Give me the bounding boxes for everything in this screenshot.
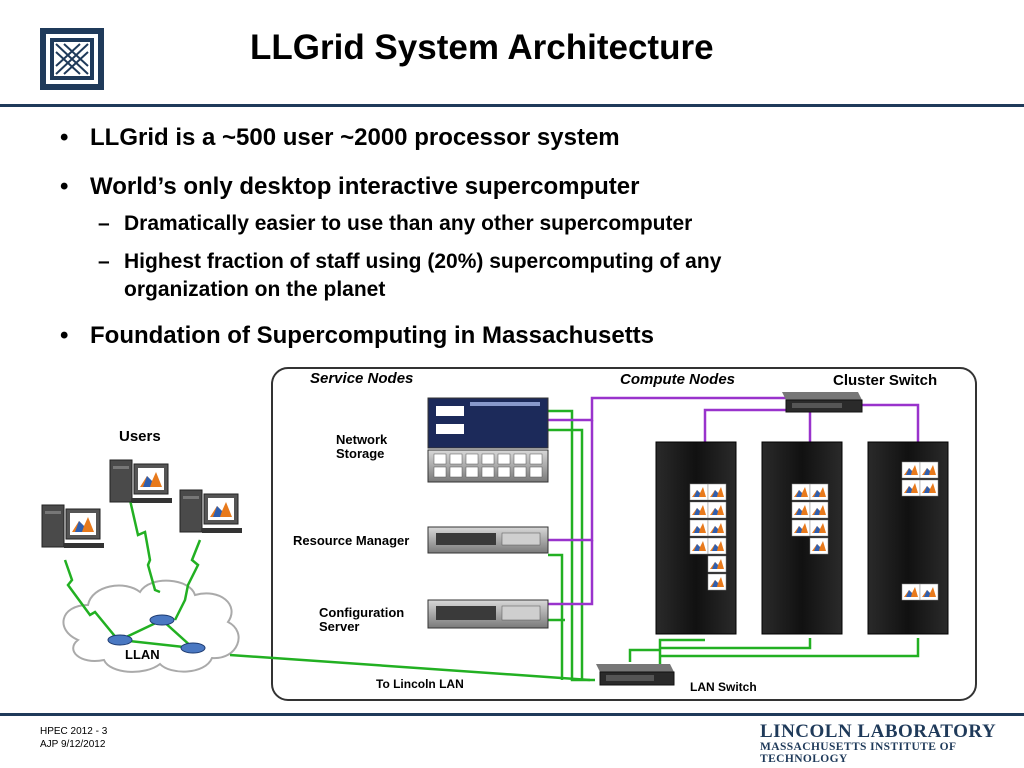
title-divider — [0, 104, 1024, 107]
network-storage-icon — [427, 397, 549, 483]
configuration-server-icon — [427, 599, 549, 629]
user-workstation-icon — [41, 504, 105, 549]
footer-slide-info: HPEC 2012 - 3 AJP 9/12/2012 — [40, 725, 107, 751]
network-storage-label-line1: Network — [336, 432, 388, 447]
subbullet-text-continued: organization on the planet — [124, 278, 386, 301]
lab-name: LINCOLN LABORATORY — [760, 721, 997, 742]
cluster-switch-icon — [782, 392, 863, 413]
lan-switch-label: LAN Switch — [690, 680, 757, 694]
bullet-text: Foundation of Supercomputing in Massachu… — [90, 322, 655, 349]
cluster-switch-label: Cluster Switch — [833, 372, 938, 389]
slide-title: LLGrid System Architecture — [250, 28, 714, 67]
bullet-text: LLGrid is a ~500 user ~2000 processor sy… — [90, 124, 620, 151]
users-label: Users — [119, 428, 161, 445]
resource-manager-label: Resource Manager — [293, 533, 410, 548]
subbullet-text: Dramatically easier to use than any othe… — [124, 212, 693, 235]
footer-line1: HPEC 2012 - 3 — [40, 726, 108, 737]
lab-institution: MASSACHUSETTS INSTITUTE OF TECHNOLOGY — [760, 741, 956, 765]
router-icon — [107, 614, 206, 654]
lan-switch-icon — [596, 664, 675, 686]
mit-ll-seal-icon — [40, 28, 104, 90]
network-links-purple — [548, 396, 920, 606]
bullet-text: World’s only desktop interactive superco… — [90, 173, 640, 200]
user-workstation-icon — [179, 489, 243, 534]
bullet-marker: • — [60, 124, 69, 151]
configuration-server-label-line1: Configuration — [319, 605, 405, 620]
footer-divider — [0, 713, 1024, 716]
compute-rack-icon — [655, 441, 737, 635]
footer-line2: AJP 9/12/2012 — [40, 739, 106, 750]
bullet-marker: • — [60, 322, 69, 349]
configuration-server-label-line2: Server — [319, 619, 360, 634]
resource-manager-server-icon — [427, 526, 549, 554]
compute-nodes-label: Compute Nodes — [620, 371, 736, 388]
subbullet-marker: – — [98, 250, 110, 273]
bullet-marker: • — [60, 173, 69, 200]
network-storage-label-line2: Storage — [336, 446, 385, 461]
subbullet-text: Highest fraction of staff using (20%) su… — [124, 250, 722, 273]
llan-label: LLAN — [125, 647, 160, 662]
compute-rack-icon — [761, 441, 843, 635]
compute-rack-icon — [867, 441, 949, 635]
to-lincoln-lan-label: To Lincoln LAN — [376, 677, 464, 691]
subbullet-marker: – — [98, 212, 110, 235]
user-workstation-icon — [109, 459, 173, 504]
service-nodes-label: Service Nodes — [310, 370, 414, 387]
